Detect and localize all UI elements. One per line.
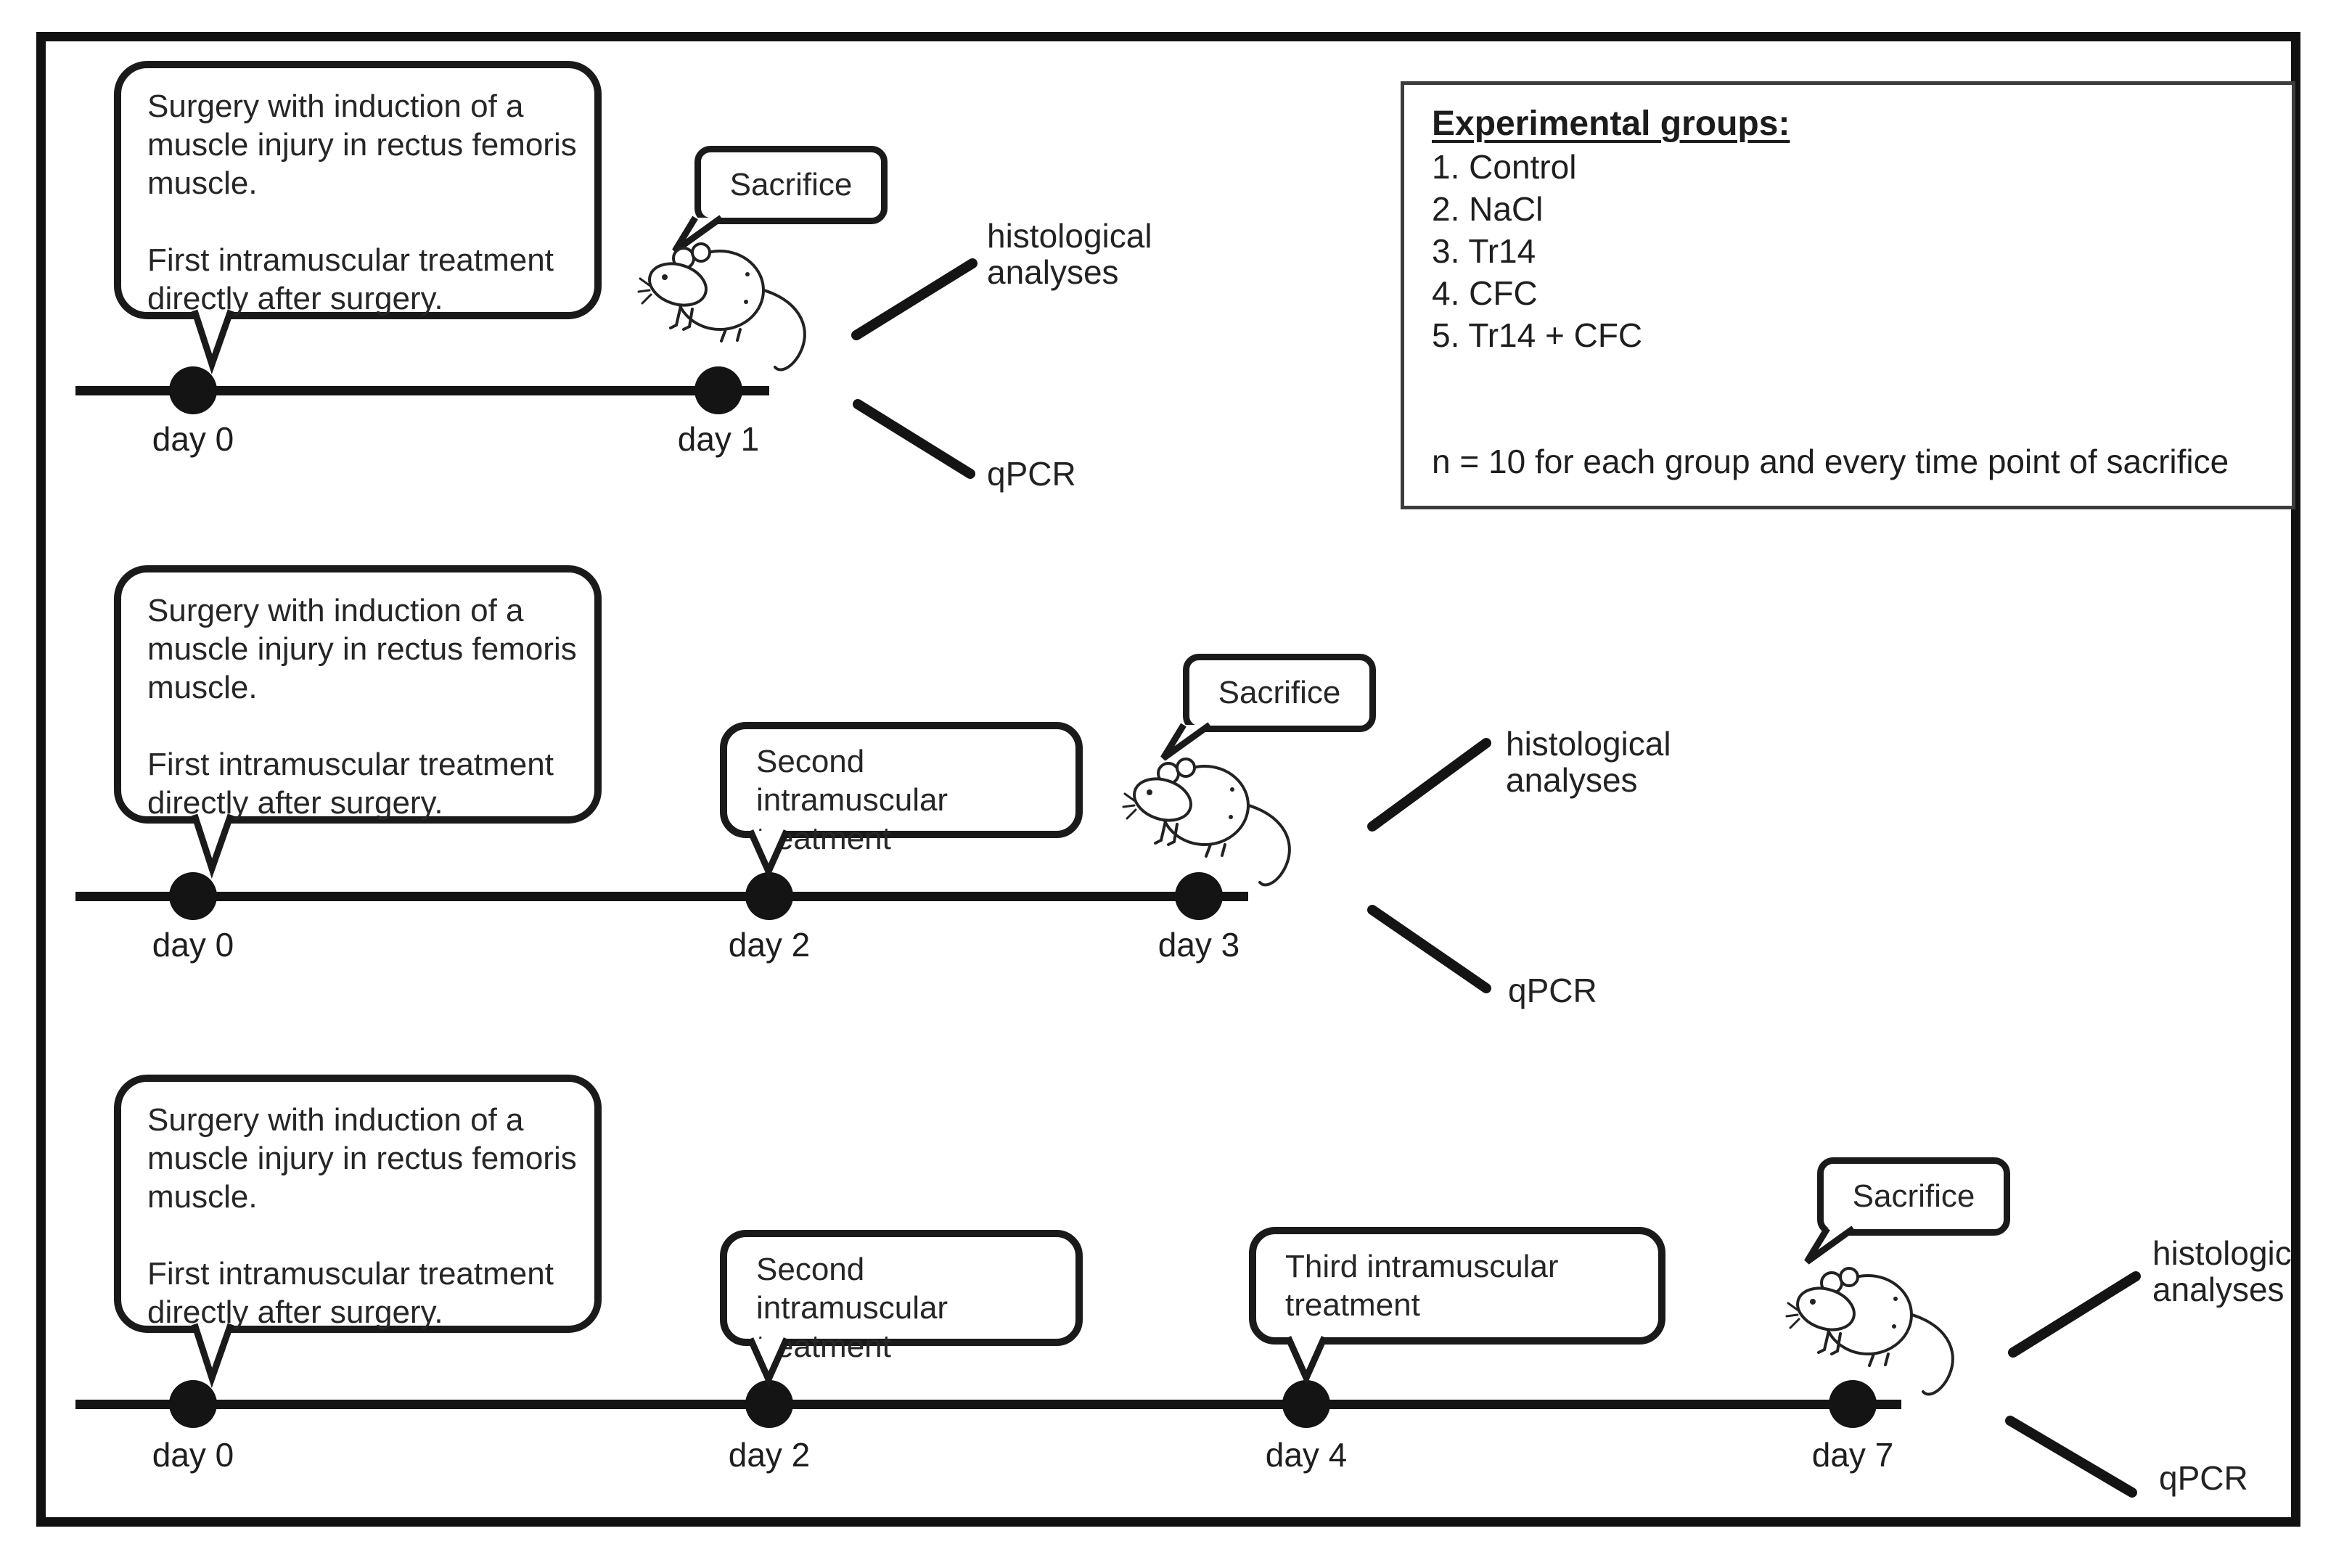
group-item: 2. NaCl [1432, 190, 1544, 228]
timeline-dot-day3 [1175, 872, 1223, 920]
sacrifice-bubble: Sacrifice [694, 146, 888, 224]
speech-tail-icon [747, 1337, 790, 1388]
sacrifice-label: Sacrifice [1218, 675, 1341, 710]
connector-line-icon [851, 258, 978, 479]
rat-icon [637, 242, 806, 372]
sacrifice-label: Sacrifice [729, 167, 853, 202]
timeline-row1 [75, 386, 769, 395]
timeline-dot-day2 [745, 1380, 793, 1428]
histology-line1: histological [2152, 1235, 2292, 1272]
third-treatment-bubble: Third intramuscular treatment [1249, 1227, 1665, 1345]
timeline-dot-day4 [1282, 1380, 1330, 1428]
speech-tail-icon [747, 829, 790, 880]
speech-tail-icon [1284, 1336, 1328, 1387]
group-item: 3. Tr14 [1432, 232, 1536, 270]
timeline-dot-day1 [694, 366, 742, 414]
speech-tail-icon [191, 1323, 234, 1389]
day-label: day 3 [1157, 926, 1240, 964]
second-treatment-label: Second intramuscular treatment [756, 744, 948, 856]
timeline-dot-day0 [169, 872, 217, 920]
histology-line2: analyses [2152, 1271, 2284, 1308]
day-label: day 2 [728, 926, 811, 964]
day-label: day 7 [1811, 1436, 1894, 1474]
speech-tail-icon [1160, 722, 1212, 761]
day-label: day 0 [152, 1436, 234, 1474]
experimental-groups-box: Experimental groups: 1. Control 2. NaCl … [1401, 81, 2295, 509]
speech-tail-icon [191, 309, 234, 375]
timeline-dot-day2 [745, 872, 793, 920]
groups-title: Experimental groups: [1432, 104, 1790, 143]
timeline-row3 [75, 1400, 1901, 1409]
surgery-bubble: Surgery with induction of a muscle injur… [114, 1075, 602, 1333]
day-label: day 0 [152, 420, 234, 458]
day-label: day 1 [677, 420, 760, 458]
connector-line-icon [2005, 1271, 2141, 1498]
surgery-bubble-text-2: First intramuscular treatment directly a… [147, 747, 554, 821]
group-item: 1. Control [1432, 148, 1577, 186]
second-treatment-bubble: Second intramuscular treatment [720, 722, 1083, 856]
sacrifice-label: Sacrifice [1852, 1178, 1975, 1214]
second-treatment-bubble: Second intramuscular treatment [720, 1230, 1083, 1364]
group-item: 5. Tr14 + CFC [1432, 316, 1643, 354]
surgery-bubble-text-1: Surgery with induction of a muscle injur… [147, 1102, 577, 1215]
histology-line2: analyses [987, 253, 1119, 291]
histology-line1: histological [987, 217, 1152, 255]
histology-label: histological analyses [987, 218, 1152, 290]
surgery-bubble-text-1: Surgery with induction of a muscle injur… [147, 89, 577, 201]
histology-label: histological analyses [2152, 1235, 2292, 1308]
speech-tail-icon [191, 813, 234, 879]
histology-line2: analyses [1506, 761, 1638, 799]
qpcr-label: qPCR [2159, 1459, 2248, 1497]
sacrifice-bubble: Sacrifice [1183, 654, 1376, 732]
rat-icon [1122, 758, 1291, 887]
day-label: day 2 [728, 1436, 811, 1474]
timeline-dot-day0 [169, 1380, 217, 1428]
surgery-bubble-text-2: First intramuscular treatment directly a… [147, 242, 554, 316]
qpcr-label: qPCR [1508, 972, 1597, 1009]
rat-icon [1785, 1267, 1954, 1396]
histology-label: histological analyses [1506, 726, 1671, 798]
timeline-dot-day0 [169, 366, 217, 414]
histology-line1: histological [1506, 725, 1671, 763]
qpcr-label: qPCR [987, 455, 1076, 493]
second-treatment-label: Second intramuscular treatment [756, 1252, 948, 1364]
sacrifice-bubble: Sacrifice [1817, 1157, 2010, 1236]
third-treatment-label: Third intramuscular treatment [1285, 1249, 1559, 1323]
timeline-row2 [75, 892, 1248, 901]
groups-sample-size-note: n = 10 for each group and every time poi… [1432, 443, 2229, 480]
group-item: 4. CFC [1432, 274, 1538, 312]
day-label: day 0 [152, 926, 234, 964]
speech-tail-icon [1804, 1226, 1856, 1265]
surgery-bubble: Surgery with induction of a muscle injur… [114, 565, 602, 824]
surgery-bubble-text-2: First intramuscular treatment directly a… [147, 1256, 554, 1330]
connector-line-icon [1367, 738, 1491, 993]
surgery-bubble: Surgery with induction of a muscle injur… [114, 61, 602, 319]
day-label: day 4 [1265, 1436, 1348, 1474]
timeline-dot-day7 [1829, 1380, 1877, 1428]
surgery-bubble-text-1: Surgery with induction of a muscle injur… [147, 593, 577, 705]
